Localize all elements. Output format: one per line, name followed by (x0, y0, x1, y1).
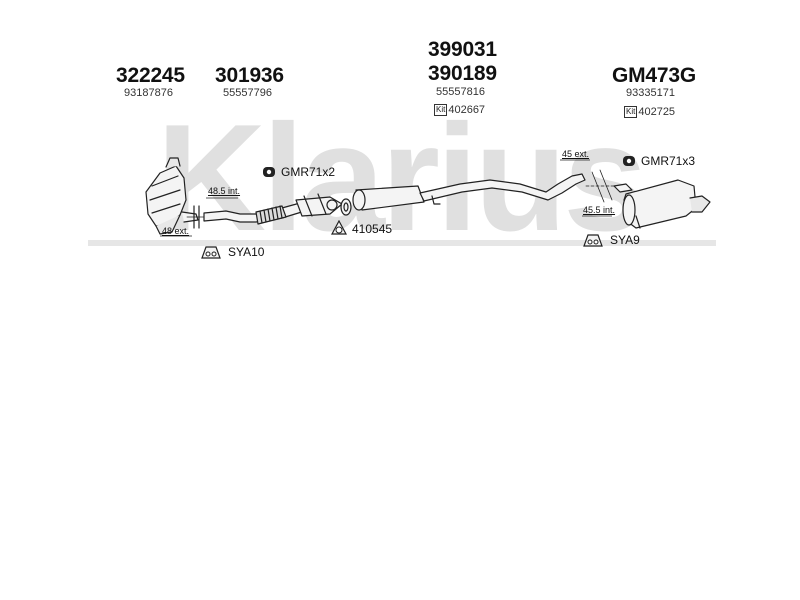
part-number-399031: 399031 (428, 38, 497, 61)
gasket-icon (330, 220, 348, 235)
centre-silencer-399031 (352, 173, 586, 211)
fitting-label: SYA10 (228, 245, 265, 259)
part-number-301936: 301936 (215, 64, 284, 87)
oem-number-93187876: 93187876 (124, 87, 173, 99)
part-number-390189: 390189 (428, 62, 497, 85)
fitting-label: 410545 (352, 222, 393, 236)
oem-number-93335171: 93335171 (626, 87, 675, 99)
kit-icon: Kit (434, 104, 448, 116)
rubber-mount-icon (201, 246, 221, 259)
fitting-label: GMR71x2 (281, 165, 336, 179)
kit-number-label: 402725 (638, 106, 676, 118)
watermark-underline (88, 240, 716, 246)
fitting-sya9: SYA9 (582, 232, 640, 248)
fitting-label: GMR71x3 (641, 154, 696, 168)
flange-joint-right (585, 169, 615, 203)
clamp-icon (623, 156, 635, 166)
part-number-322245: 322245 (116, 64, 185, 87)
dimension-45-5-int: 45.5 int. (583, 205, 616, 215)
dimension-45-ext: 45 ext. (562, 149, 590, 159)
front-pipe-301936 (203, 193, 343, 225)
fitting-gmr71x2: GMR71x2 (262, 165, 335, 179)
rubber-mount-icon (583, 234, 603, 247)
oem-number-55557796: 55557796 (223, 87, 272, 99)
kit-icon: Kit (624, 106, 638, 118)
flange-joint-left (186, 205, 205, 229)
dimension-48-5-int: 48.5 int. (208, 186, 241, 196)
kit-number-label: 402667 (448, 104, 486, 116)
gasket-ring (340, 198, 352, 216)
dimension-48-ext: 48 ext. (162, 226, 190, 236)
fitting-410545: 410545 (330, 220, 392, 238)
brand-watermark: Klarius (156, 93, 643, 263)
fitting-label: SYA9 (610, 233, 640, 247)
rear-silencer-gm473g (613, 179, 711, 229)
part-number-gm473g: GM473G (612, 64, 696, 87)
fitting-gmr71x3: GMR71x3 (622, 154, 695, 168)
fitting-sya10: SYA10 (200, 244, 264, 260)
clamp-icon (263, 167, 275, 177)
oem-number-55557816: 55557816 (436, 86, 485, 98)
